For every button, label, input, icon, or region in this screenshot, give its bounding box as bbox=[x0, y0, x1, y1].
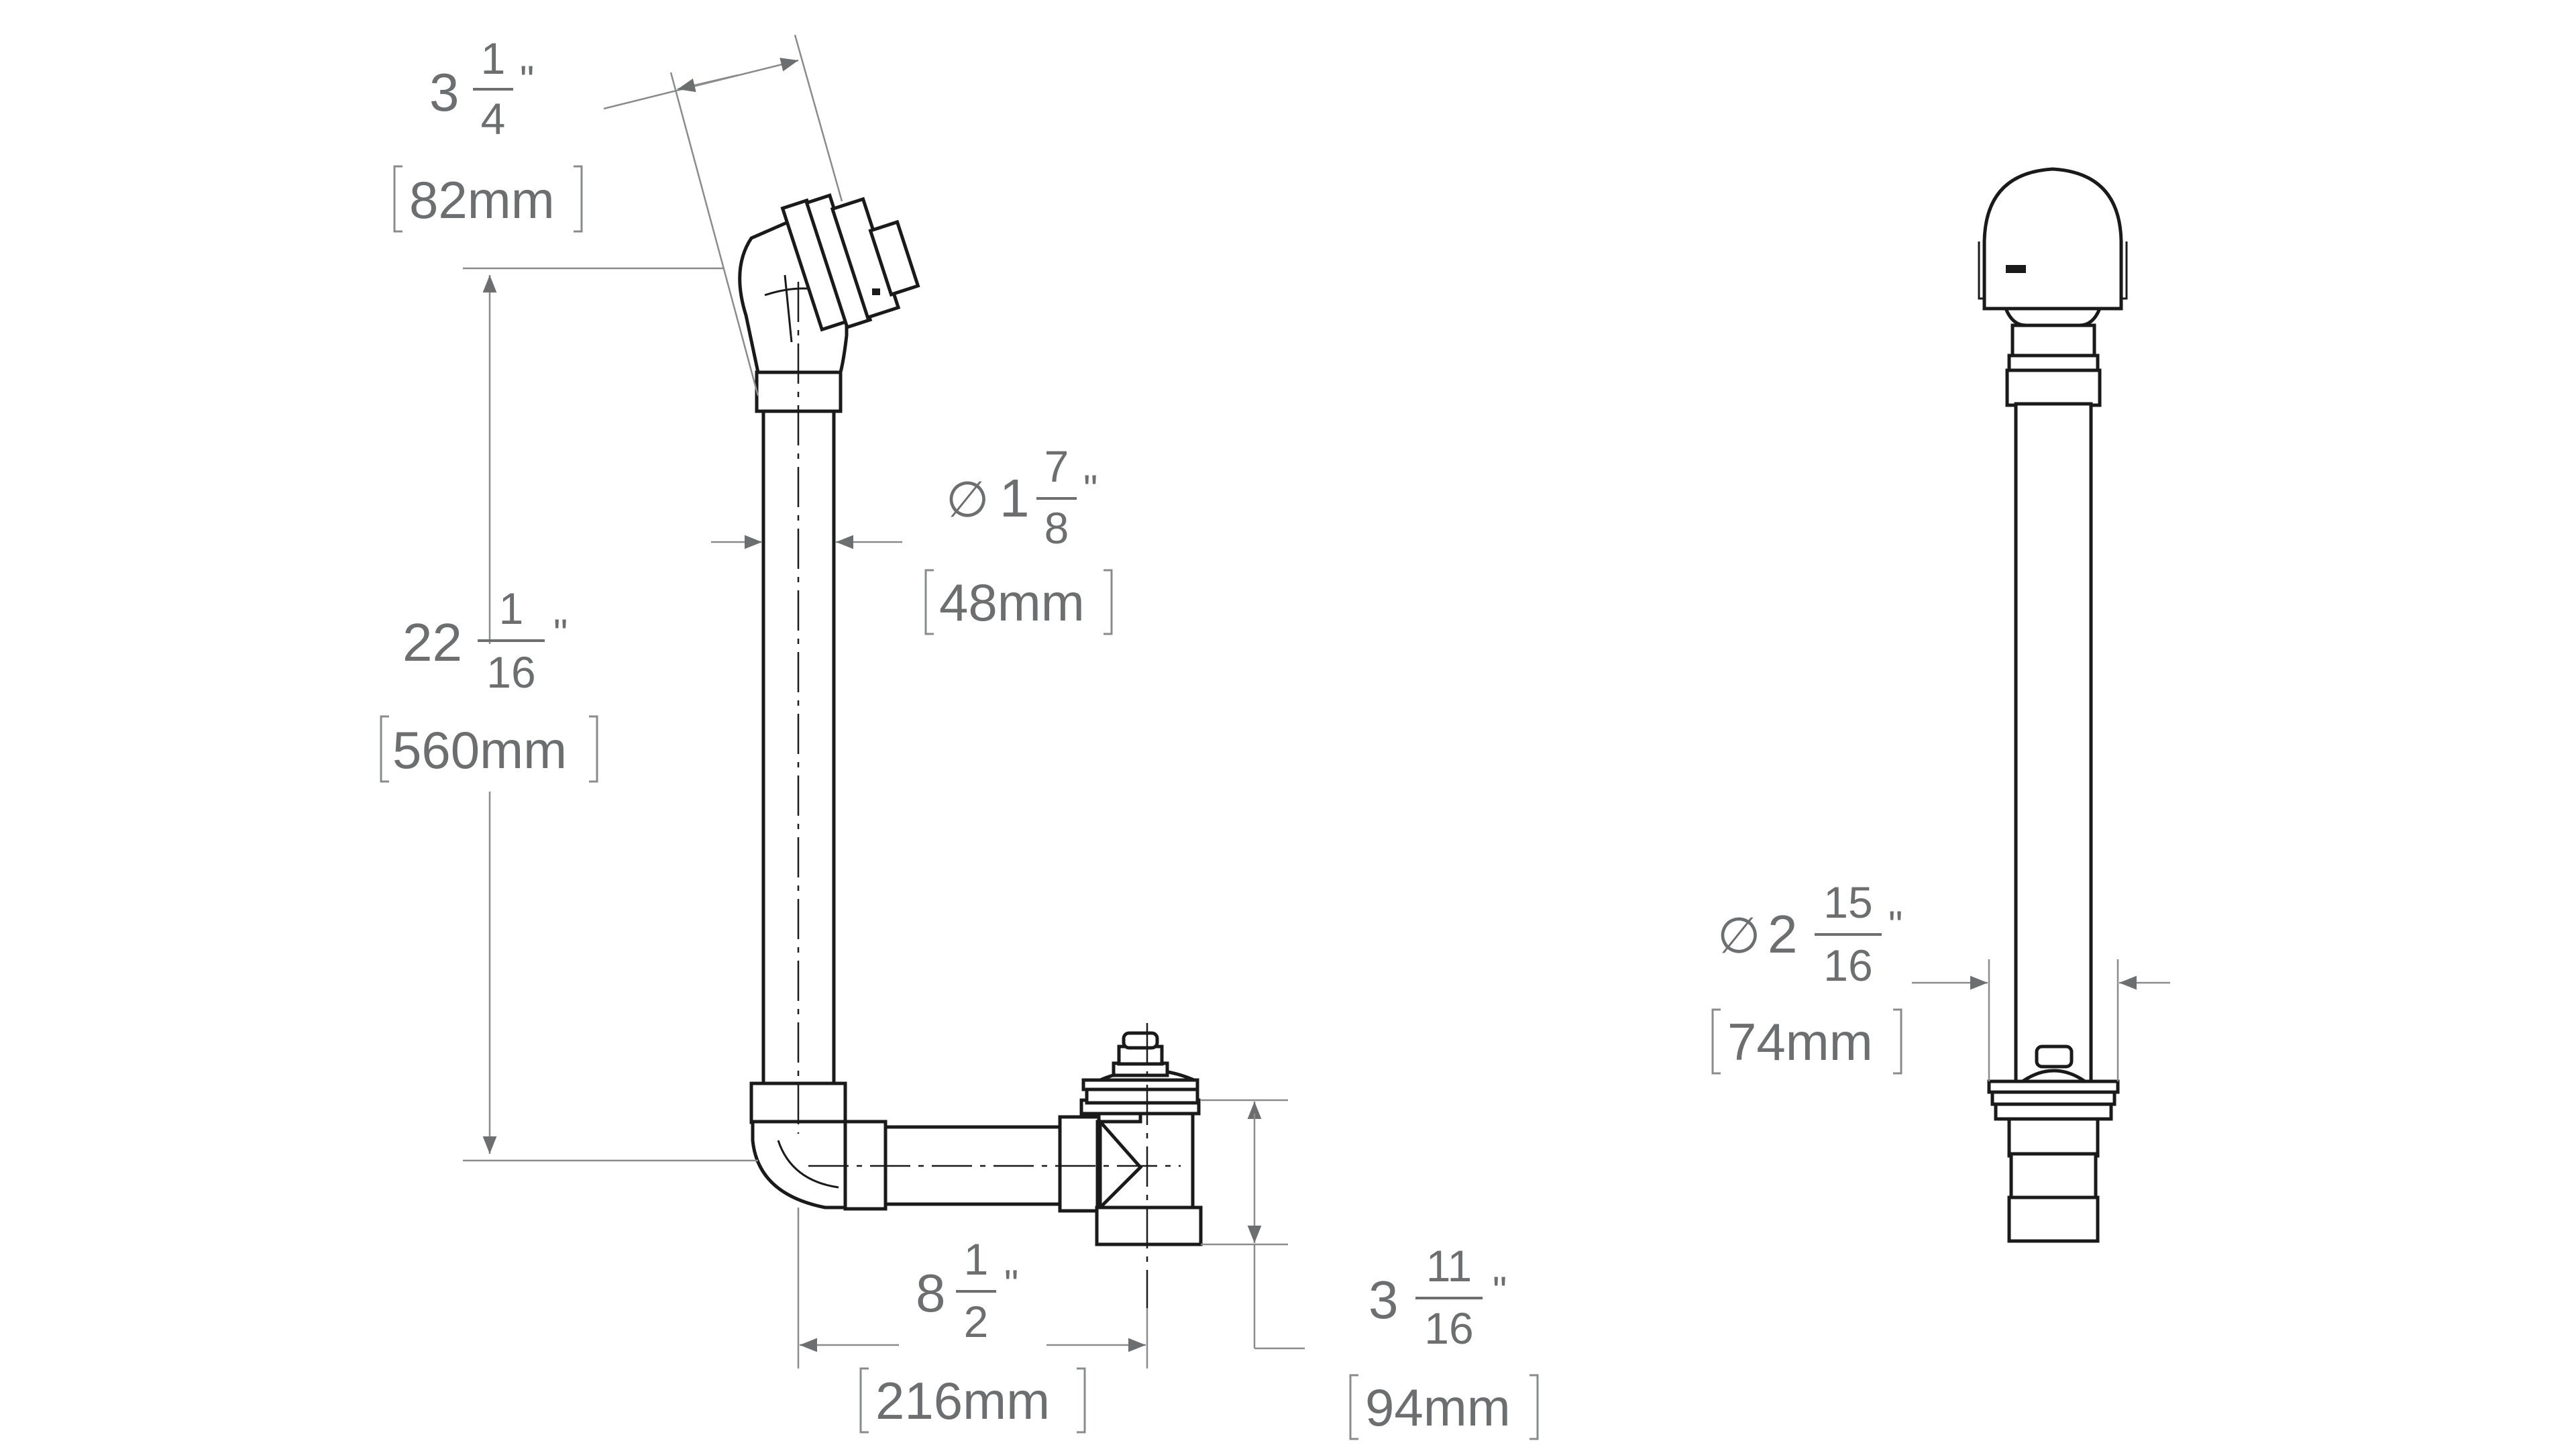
dim-drain-width-den: 2 bbox=[964, 1297, 989, 1346]
front-drain bbox=[1987, 1044, 2120, 1243]
dim-elbow-offset-metric: 82mm bbox=[409, 170, 555, 229]
dim-overflow-diameter: ∅ 2 15 16 " 74mm bbox=[1711, 877, 1902, 1075]
dim-height-unit: " bbox=[553, 611, 568, 656]
dim-overflow-diameter-whole: 2 bbox=[1768, 904, 1798, 964]
dim-elbow-offset-num: 1 bbox=[481, 34, 506, 83]
overflow-cap bbox=[1982, 167, 2123, 311]
dim-drain-height-num: 11 bbox=[1426, 1241, 1472, 1291]
dim-overflow-diameter-den: 16 bbox=[1823, 941, 1872, 990]
dim-elbow-offset: 3 1 4 " 82mm bbox=[393, 34, 583, 233]
dim-drain-width-unit: " bbox=[1004, 1262, 1018, 1307]
dim-drain-height: 3 11 16 " 94mm bbox=[1349, 1241, 1539, 1440]
dim-drain-height-unit: " bbox=[1493, 1269, 1507, 1313]
dim-overflow-diameter-unit: " bbox=[1888, 903, 1902, 948]
dim-pipe-diameter: ∅ 1 7 8 " 48mm bbox=[924, 441, 1113, 635]
dim-height-metric: 560mm bbox=[392, 720, 567, 780]
dim-drain-height-whole: 3 bbox=[1368, 1270, 1399, 1330]
dim-overflow-diameter-symbol: ∅ bbox=[1717, 908, 1760, 963]
dim-drain-height-metric: 94mm bbox=[1365, 1378, 1511, 1437]
front-view bbox=[1912, 167, 2170, 1243]
front-pipe bbox=[2014, 402, 2093, 1083]
dim-height-den: 16 bbox=[486, 647, 535, 697]
dim-pipe-diameter-whole: 1 bbox=[1000, 468, 1030, 528]
drain-tee bbox=[1079, 1031, 1203, 1246]
dim-drain-width: 8 1 2 " 216mm bbox=[859, 1234, 1086, 1434]
dim-elbow-offset-unit: " bbox=[520, 58, 534, 103]
dim-drain-width-num: 1 bbox=[964, 1234, 989, 1284]
side-view bbox=[463, 34, 1305, 1368]
dim-pipe-diameter-metric: 48mm bbox=[939, 573, 1085, 632]
dim-pipe-diameter-num: 7 bbox=[1044, 441, 1069, 491]
dim-drain-width-whole: 8 bbox=[916, 1263, 946, 1323]
bottom-elbow bbox=[751, 1120, 861, 1210]
dim-drain-height-den: 16 bbox=[1424, 1303, 1473, 1353]
dim-height-whole: 22 bbox=[402, 612, 462, 672]
dim-pipe-diameter-den: 8 bbox=[1044, 503, 1069, 553]
dim-overflow-diameter-metric: 74mm bbox=[1727, 1012, 1873, 1071]
dim-elbow-offset-whole: 3 bbox=[429, 62, 460, 122]
dim-pipe-diameter-symbol: ∅ bbox=[946, 472, 989, 527]
dim-height: 22 1 16 " 560mm bbox=[380, 584, 598, 783]
dim-elbow-offset-den: 4 bbox=[481, 94, 506, 144]
dim-drain-width-metric: 216mm bbox=[875, 1371, 1050, 1430]
overflow-elbow bbox=[738, 193, 920, 374]
dim-pipe-diameter-unit: " bbox=[1083, 467, 1097, 512]
dim-overflow-diameter-num: 15 bbox=[1823, 877, 1872, 927]
dim-height-num: 1 bbox=[499, 584, 524, 633]
